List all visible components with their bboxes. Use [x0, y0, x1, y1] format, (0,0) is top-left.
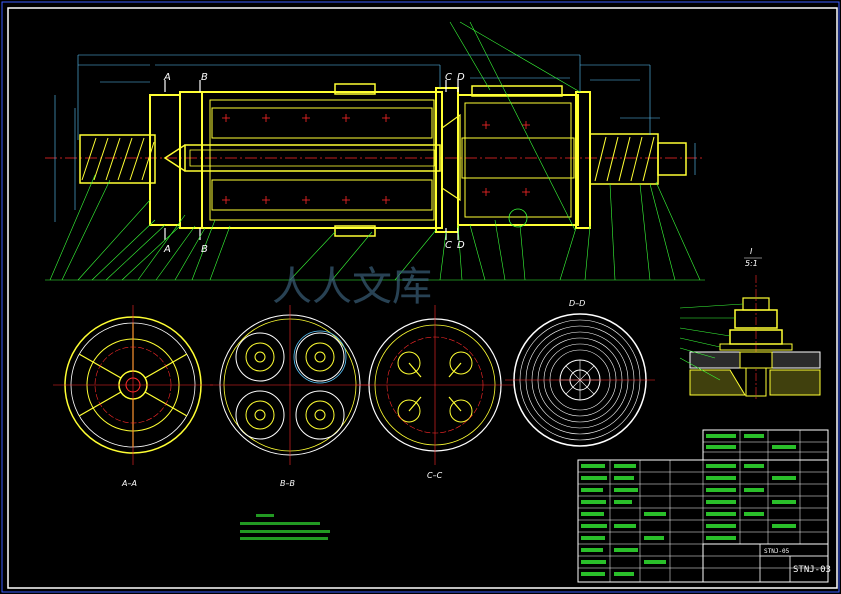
detail-scale: 5:1: [745, 259, 758, 268]
section-letter-a-bottom: A: [163, 244, 171, 255]
watermark: 人人文库: [272, 264, 432, 310]
section-letters: A B C D A B C D: [163, 72, 465, 255]
drawing-number: STNJ-03: [793, 565, 831, 575]
view-label-b-b: B–B: [280, 479, 295, 488]
section-letter-d-top: D: [457, 72, 465, 83]
section-letter-c-top: C: [445, 72, 452, 83]
section-letter-b-bottom: B: [201, 244, 208, 255]
view-d-d: [505, 313, 655, 447]
drawing-number-small: STNJ-05: [764, 548, 790, 555]
parts-list-table: STNJ-05 STNJ-03: [577, 429, 831, 583]
detail-view-i: I 5:1: [679, 247, 821, 400]
inner-frame: [7, 7, 838, 589]
section-letter-d-bottom: D: [457, 240, 465, 251]
section-letter-b-top: B: [201, 72, 208, 83]
view-label-a-a: A–A: [121, 479, 137, 488]
view-b-b: [210, 305, 370, 465]
section-letter-a-top: A: [163, 72, 171, 83]
view-c-c: [355, 305, 515, 465]
view-label-d-d: D–D: [569, 299, 585, 308]
view-a-a: [53, 305, 213, 465]
main-section-view: [45, 54, 705, 240]
part-number-leaders: [45, 21, 705, 281]
detail-letter: I: [750, 247, 753, 256]
view-label-c-c: C–C: [427, 471, 443, 480]
technical-notes: [240, 514, 330, 540]
section-letter-c-bottom: C: [445, 240, 452, 251]
